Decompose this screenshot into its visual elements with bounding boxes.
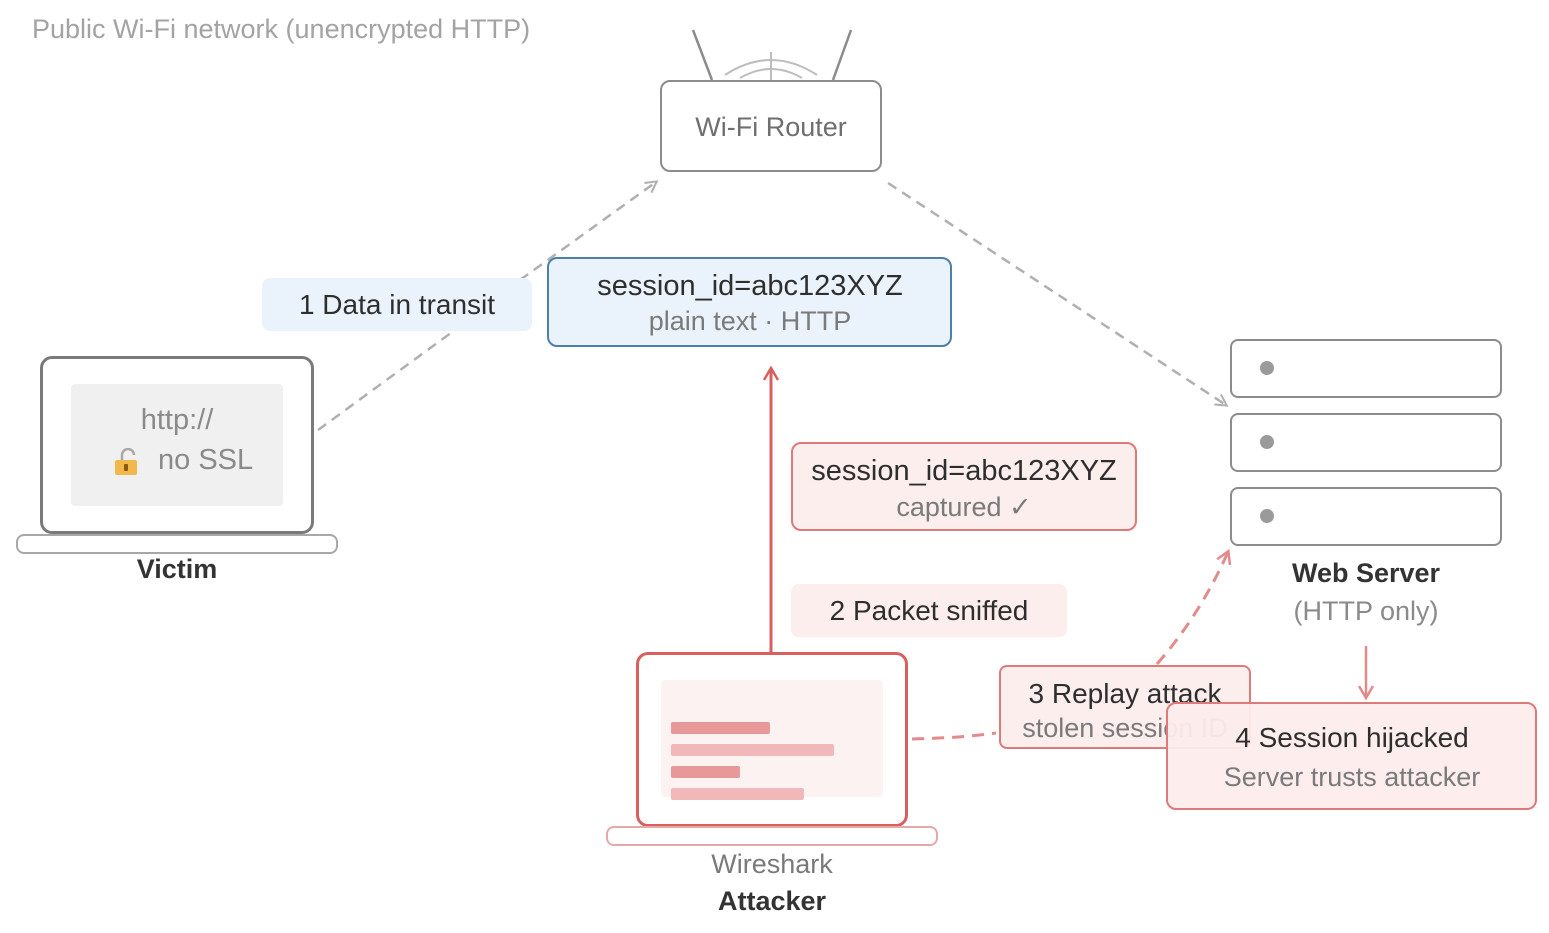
victim-laptop-base (16, 534, 338, 554)
packet-row (671, 722, 770, 734)
victim-url-text: http:// (140, 404, 214, 436)
session-hijacked-sublabel: Server trusts attacker (1223, 762, 1481, 792)
replay-arrow-up (1155, 552, 1228, 665)
server-led (1260, 509, 1274, 523)
server-unit-3 (1230, 487, 1502, 546)
router-antennas (691, 29, 853, 81)
captured-session-id: session_id=abc123XYZ (811, 455, 1117, 487)
server-led (1260, 435, 1274, 449)
open-lock-icon (115, 448, 137, 475)
replay-arrow (911, 731, 997, 741)
session-transport-text: plain text · HTTP (648, 306, 852, 336)
diagram-caption: Public Wi-Fi network (unencrypted HTTP) (32, 14, 531, 44)
session-hijacked-box (1166, 702, 1537, 810)
step1-pill (262, 278, 532, 331)
transit-path (317, 182, 656, 432)
router-label: Wi-Fi Router (695, 112, 847, 142)
packet-row (671, 788, 804, 800)
victim-browser-panel (71, 384, 283, 506)
packet-row (671, 766, 740, 778)
captured-session-box (791, 442, 1137, 531)
attacker-laptop-base (606, 826, 938, 846)
attacker-label: Attacker (717, 886, 827, 916)
step1-label: 1 Data in transit (298, 289, 496, 320)
server-unit-1 (1230, 339, 1502, 398)
session-id-text: session_id=abc123XYZ (597, 270, 903, 302)
session-hijacked-label: 4 Session hijacked (1235, 722, 1469, 753)
server-led (1260, 361, 1274, 375)
wireshark-panel (661, 680, 883, 797)
victim-label: Victim (136, 554, 218, 584)
session-plaintext-box (547, 257, 952, 347)
server-label: Web Server (1291, 558, 1441, 588)
step2-pill (791, 584, 1067, 637)
step2-label: 2 Packet sniffed (829, 595, 1029, 626)
attacker-tool-label: Wireshark (711, 849, 833, 879)
packet-row (671, 744, 834, 756)
wifi-router (660, 80, 882, 172)
server-unit-2 (1230, 413, 1502, 472)
victim-nossl-text: no SSL (158, 444, 254, 476)
server-sublabel: (HTTP only) (1293, 596, 1439, 626)
captured-status: captured ✓ (896, 492, 1032, 522)
